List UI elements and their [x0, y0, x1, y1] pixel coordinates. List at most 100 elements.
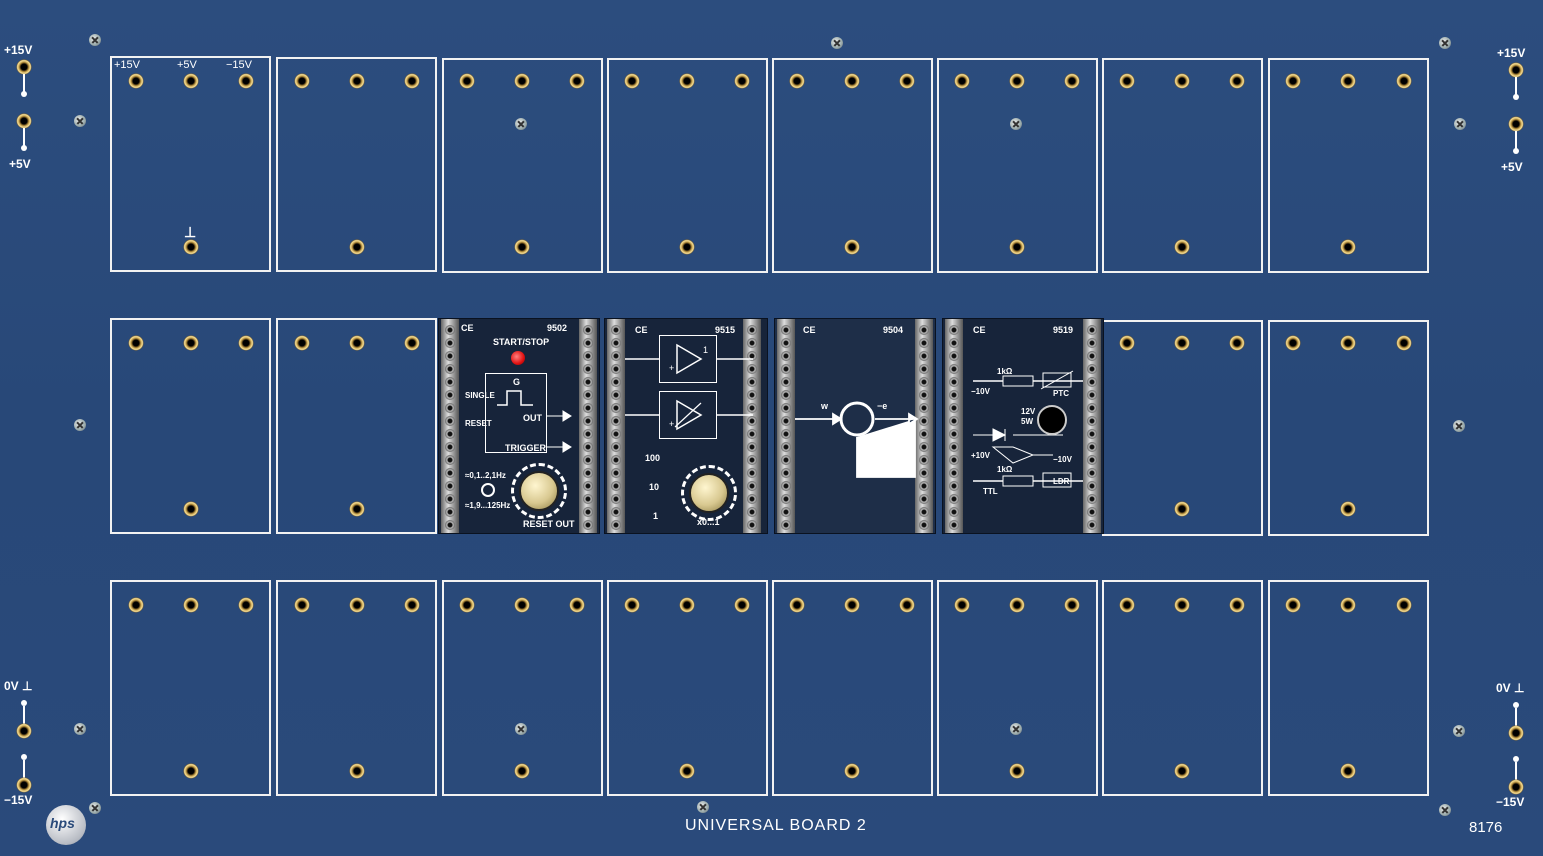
rail-pin[interactable] — [949, 364, 959, 374]
module-slot-r1-c5[interactable] — [772, 58, 933, 273]
rail-pin[interactable] — [445, 429, 455, 439]
jack-r1-c8-1[interactable] — [1285, 73, 1301, 89]
rail-pin[interactable] — [919, 468, 929, 478]
jack-r2-c2-1[interactable] — [294, 335, 310, 351]
rail-pin[interactable] — [747, 481, 757, 491]
rail-pin[interactable] — [611, 390, 621, 400]
rail-pin[interactable] — [781, 351, 791, 361]
jack-r1-c5-3[interactable] — [899, 73, 915, 89]
rail-pin[interactable] — [1087, 429, 1097, 439]
rail-pin[interactable] — [949, 468, 959, 478]
rail-pin[interactable] — [611, 351, 621, 361]
jack-r2-c7-2[interactable] — [1174, 335, 1190, 351]
rail-pin[interactable] — [747, 338, 757, 348]
jack-r3-c4-1[interactable] — [624, 597, 640, 613]
jack-r3-c4-2[interactable] — [679, 597, 695, 613]
rail-pin[interactable] — [747, 325, 757, 335]
rail-pin[interactable] — [583, 520, 593, 530]
rail-pin[interactable] — [949, 442, 959, 452]
module-slot-r3-c1[interactable] — [110, 580, 271, 796]
rail-pin[interactable] — [781, 481, 791, 491]
rail-pin[interactable] — [747, 468, 757, 478]
rail-pin[interactable] — [949, 507, 959, 517]
module-slot-r1-c4[interactable] — [607, 58, 768, 273]
module-slot-r1-c3[interactable] — [442, 58, 603, 273]
jack-r3-c7-3[interactable] — [1229, 597, 1245, 613]
rail-pin[interactable] — [747, 442, 757, 452]
frequency-knob[interactable] — [519, 471, 559, 511]
rail-pin[interactable] — [611, 520, 621, 530]
jack-r1-c3-3[interactable] — [569, 73, 585, 89]
rail-pin[interactable] — [583, 364, 593, 374]
jack-r1-c5-2[interactable] — [844, 73, 860, 89]
jack-r1-c6-ground[interactable] — [1009, 239, 1025, 255]
module-9515[interactable]: CE 9515 +1 + 100 10 1 x0...1 — [604, 318, 768, 534]
jack-r1-c2-1[interactable] — [294, 73, 310, 89]
jack-r1-c2-3[interactable] — [404, 73, 420, 89]
rail-pin[interactable] — [611, 377, 621, 387]
jack-r1-c4-1[interactable] — [624, 73, 640, 89]
rail-pin[interactable] — [747, 494, 757, 504]
jack-r1-c3-2[interactable] — [514, 73, 530, 89]
rail-pin[interactable] — [781, 468, 791, 478]
rail-pin[interactable] — [919, 429, 929, 439]
rail-pin[interactable] — [583, 338, 593, 348]
rail-pin[interactable] — [445, 364, 455, 374]
jack-r3-c6-ground[interactable] — [1009, 763, 1025, 779]
rail-pin[interactable] — [583, 468, 593, 478]
rail-pin[interactable] — [747, 416, 757, 426]
jack-r3-c8-1[interactable] — [1285, 597, 1301, 613]
jack-r3-c5-3[interactable] — [899, 597, 915, 613]
rail-pin[interactable] — [583, 325, 593, 335]
jack-r2-c2-2[interactable] — [349, 335, 365, 351]
right-zero-jack[interactable] — [1508, 725, 1524, 741]
rail-pin[interactable] — [949, 377, 959, 387]
rail-pin[interactable] — [747, 351, 757, 361]
rail-pin[interactable] — [445, 416, 455, 426]
rail-pin[interactable] — [583, 416, 593, 426]
rail-pin[interactable] — [919, 351, 929, 361]
jack-r2-c7-ground[interactable] — [1174, 501, 1190, 517]
jack-r2-c2-3[interactable] — [404, 335, 420, 351]
jack-r1-c2-2[interactable] — [349, 73, 365, 89]
rail-pin[interactable] — [583, 442, 593, 452]
rail-pin[interactable] — [781, 390, 791, 400]
rail-pin[interactable] — [747, 377, 757, 387]
rail-pin[interactable] — [445, 494, 455, 504]
rail-pin[interactable] — [1087, 481, 1097, 491]
jack-r3-c6-2[interactable] — [1009, 597, 1025, 613]
rail-pin[interactable] — [919, 416, 929, 426]
jack-r3-c7-1[interactable] — [1119, 597, 1135, 613]
rail-pin[interactable] — [747, 364, 757, 374]
rail-pin[interactable] — [611, 494, 621, 504]
rail-pin[interactable] — [445, 520, 455, 530]
module-slot-r1-c6[interactable] — [937, 58, 1098, 273]
rail-pin[interactable] — [583, 390, 593, 400]
rail-pin[interactable] — [583, 403, 593, 413]
rail-pin[interactable] — [949, 351, 959, 361]
jack-r3-c1-1[interactable] — [128, 597, 144, 613]
jack-r1-c7-ground[interactable] — [1174, 239, 1190, 255]
left-plus15-jack[interactable] — [16, 59, 32, 75]
rail-pin[interactable] — [781, 494, 791, 504]
rail-pin[interactable] — [949, 429, 959, 439]
module-9502[interactable]: CE 9502 START/STOP G SINGLE RESET OUT TR… — [438, 318, 600, 534]
jack-r1-c8-2[interactable] — [1340, 73, 1356, 89]
jack-r1-c1-1[interactable] — [128, 73, 144, 89]
rail-pin[interactable] — [747, 520, 757, 530]
module-slot-r3-c5[interactable] — [772, 580, 933, 796]
rail-pin[interactable] — [781, 325, 791, 335]
jack-r3-c6-1[interactable] — [954, 597, 970, 613]
start-stop-button[interactable] — [511, 351, 525, 365]
gain-knob[interactable] — [689, 473, 729, 513]
jack-r1-c8-3[interactable] — [1396, 73, 1412, 89]
rail-pin[interactable] — [1087, 416, 1097, 426]
right-plus5-jack[interactable] — [1508, 116, 1524, 132]
jack-r3-c1-2[interactable] — [183, 597, 199, 613]
jack-r3-c2-1[interactable] — [294, 597, 310, 613]
rail-pin[interactable] — [919, 325, 929, 335]
left-minus15-jack[interactable] — [16, 777, 32, 793]
jack-r3-c4-ground[interactable] — [679, 763, 695, 779]
rail-pin[interactable] — [781, 520, 791, 530]
rail-pin[interactable] — [611, 403, 621, 413]
